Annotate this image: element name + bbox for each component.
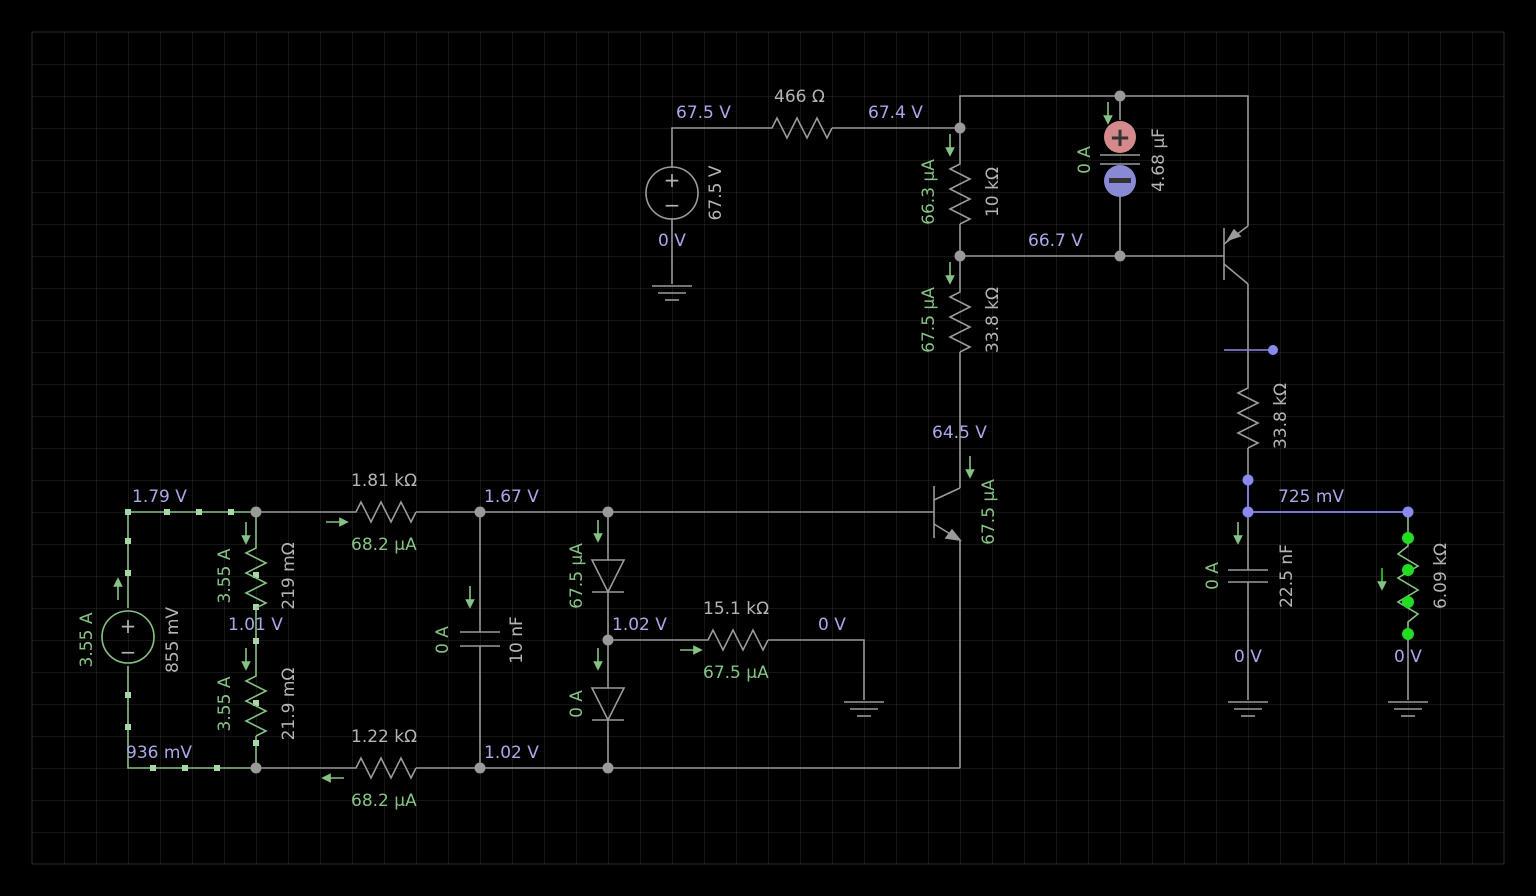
voltage-label: 0 V (1394, 647, 1422, 667)
voltage-label: 67.4 V (868, 103, 923, 123)
voltage-label: 0 V (1234, 647, 1262, 667)
grid-area (31, 31, 1505, 865)
current-label: 67.5 µA (567, 543, 587, 609)
wires-top[interactable] (671, 95, 1249, 488)
voltage-label: 0 V (658, 231, 686, 251)
capacitor-4u68[interactable]: + (1100, 121, 1140, 197)
current-dots-bright (1402, 532, 1414, 640)
resistor-15k1[interactable] (704, 628, 769, 652)
voltage-label: 64.5 V (932, 423, 987, 443)
current-dots (125, 509, 259, 771)
current-label: 67.5 µA (919, 287, 939, 353)
component-value: 10 nF (507, 616, 527, 664)
diode-d2[interactable] (590, 687, 626, 722)
ground-symbol (844, 701, 884, 717)
capacitor-10n[interactable] (460, 631, 500, 647)
component-value: 21.9 mΩ (279, 668, 299, 741)
component-value: 15.1 kΩ (703, 599, 769, 619)
ground-symbol (652, 285, 692, 301)
voltage-label: 1.67 V (484, 487, 539, 507)
resistor-6k09[interactable] (1396, 538, 1420, 634)
voltage-label: 0 V (818, 615, 846, 635)
nodes-selected[interactable] (1242, 474, 1414, 518)
current-label: 0 A (433, 626, 453, 654)
current-label: 0 A (567, 690, 587, 718)
component-value: 4.68 µF (1149, 128, 1169, 192)
voltage-label: 1.02 V (484, 743, 539, 763)
nodes-top[interactable] (954, 90, 1126, 262)
voltage-label: 67.5 V (676, 103, 731, 123)
component-value: 855 mV (163, 607, 183, 673)
component-value: 33.8 kΩ (983, 287, 1003, 353)
current-label: 67.5 µA (703, 663, 769, 683)
probe-node[interactable] (1268, 345, 1278, 355)
diode-d1[interactable] (590, 559, 626, 594)
component-value: 219 mΩ (279, 542, 299, 609)
nodes-main[interactable] (250, 506, 614, 774)
wires-main[interactable] (256, 511, 961, 769)
minus-icon: − (120, 640, 137, 664)
voltage-label: 1.79 V (132, 487, 187, 507)
current-label: 3.55 A (77, 612, 97, 667)
component-value: 22.5 nF (1277, 544, 1297, 608)
plus-icon: + (664, 168, 681, 192)
capacitor-22n5[interactable] (1228, 569, 1268, 583)
current-label: 0 A (1075, 146, 1095, 174)
voltage-source-v2[interactable]: + − (101, 610, 155, 664)
current-label: 67.5 µA (979, 479, 999, 545)
component-value: 1.81 kΩ (351, 471, 417, 491)
plus-icon: + (1109, 123, 1131, 153)
component-value: 10 kΩ (983, 167, 1003, 217)
resistor-10k[interactable] (948, 160, 972, 225)
transistor-q1[interactable] (933, 486, 962, 542)
voltage-label: 936 mV (126, 743, 192, 763)
voltage-source-v1[interactable]: + − (645, 166, 699, 220)
ground-symbol (1228, 701, 1428, 717)
resistor-33k8-b[interactable] (1236, 384, 1260, 449)
resistor-219m[interactable] (244, 544, 268, 609)
voltage-label: 725 mV (1278, 487, 1344, 507)
voltage-label: 66.7 V (1028, 231, 1083, 251)
resistor-21m9[interactable] (244, 672, 268, 737)
current-label: 68.2 µA (351, 791, 417, 811)
component-value: 33.8 kΩ (1271, 383, 1291, 449)
resistor-466[interactable] (768, 116, 833, 140)
voltage-label: 1.02 V (612, 615, 667, 635)
component-value: 67.5 V (706, 165, 726, 220)
current-label: 3.55 A (215, 676, 235, 731)
voltage-label: 1.01 V (228, 615, 283, 635)
current-label: 0 A (1203, 562, 1223, 590)
current-label: 68.2 µA (351, 535, 417, 555)
plus-icon: + (120, 614, 137, 638)
component-value: 466 Ω (774, 87, 825, 107)
resistor-33k8-a[interactable] (948, 288, 972, 353)
current-label: 66.3 µA (919, 159, 939, 225)
current-arrows (113, 102, 1387, 783)
transistor-q2[interactable] (1223, 225, 1249, 285)
current-label: 3.55 A (215, 548, 235, 603)
component-value: 6.09 kΩ (1431, 543, 1451, 609)
component-value: 1.22 kΩ (351, 727, 417, 747)
resistor-1k81[interactable] (352, 500, 417, 524)
minus-icon: − (664, 193, 681, 217)
resistor-1k22[interactable] (352, 756, 417, 780)
